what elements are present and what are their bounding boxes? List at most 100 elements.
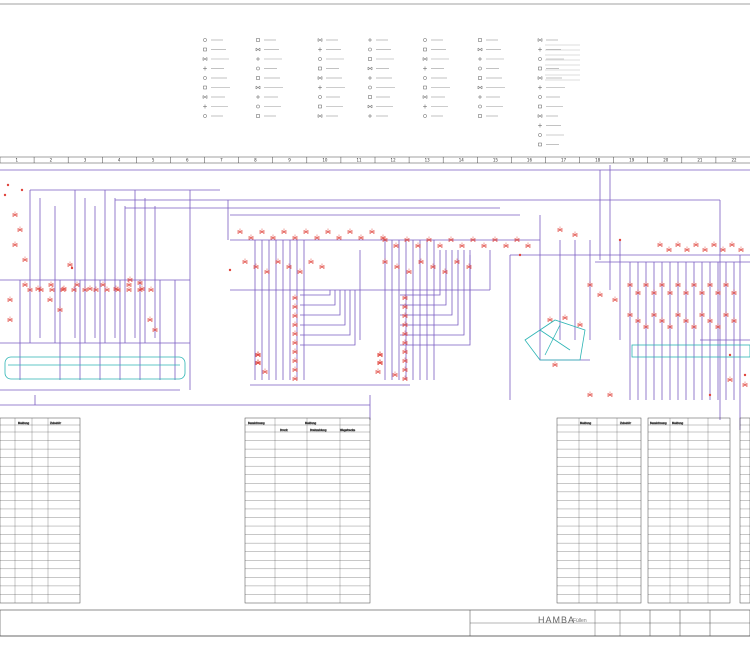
valve-icon [572, 231, 578, 238]
valve-icon [264, 268, 270, 275]
drawing-title: Füllen [573, 618, 587, 624]
valve-body-icon [87, 286, 93, 292]
valve-body-icon [148, 287, 154, 293]
ruler-column-number: 17 [561, 158, 567, 163]
table-frame [244, 417, 371, 604]
valve-icon [74, 281, 80, 288]
valve-icon [627, 311, 633, 318]
valve-body-icon [292, 349, 298, 355]
company-name: HAMBA [538, 615, 575, 625]
valve-icon [275, 258, 281, 265]
legend-symbol-icon [478, 104, 482, 109]
pipe-line [400, 250, 465, 336]
valve-icon [336, 234, 342, 241]
valve-icon [255, 351, 261, 358]
valve-icon [707, 281, 713, 288]
table-header-cell: Meldung [305, 421, 316, 425]
valve-body-icon [481, 243, 487, 249]
machine-outlines [4, 319, 750, 380]
valve-icon [659, 281, 665, 288]
valve-icon [87, 285, 93, 292]
legend-symbol-icon [478, 66, 482, 71]
valve-icon [442, 268, 448, 275]
valve-body-icon [657, 242, 663, 248]
valve-icon [720, 246, 726, 253]
valve-body-icon [731, 318, 737, 324]
valve-body-icon [675, 312, 681, 318]
legend-symbol-icon [538, 142, 542, 147]
valve-icon [7, 316, 13, 323]
valve-icon [377, 359, 383, 366]
valve-body-icon [562, 315, 568, 321]
valve-icon [459, 242, 465, 249]
valve-body-icon [93, 287, 99, 293]
valve-body-icon [587, 392, 593, 398]
valve-icon [402, 321, 408, 328]
valve-icon [347, 228, 353, 235]
valve-icon [292, 234, 298, 241]
valve-body-icon [292, 367, 298, 373]
valve-icon [454, 258, 460, 265]
valve-body-icon [430, 264, 436, 270]
valve-icon [314, 234, 320, 241]
ruler-column-number: 12 [391, 158, 397, 163]
valve-body-icon [607, 392, 613, 398]
valve-icon [292, 348, 298, 355]
sensor-dot-icon [743, 373, 747, 377]
valve-icon [402, 330, 408, 337]
valve-body-icon [74, 282, 80, 288]
pipe-line [400, 250, 459, 326]
valve-icon [470, 236, 476, 243]
valve-icon [418, 258, 424, 265]
valve-icon [627, 281, 633, 288]
valve-body-icon [715, 290, 721, 296]
valve-body-icon [402, 322, 408, 328]
valve-body-icon [292, 358, 298, 364]
valve-icon [727, 376, 733, 383]
valve-icon [481, 242, 487, 249]
sensor-dot-icon [618, 238, 622, 242]
valve-icon [402, 294, 408, 301]
table-header-cell: Meldung [580, 421, 591, 425]
legend-symbol-icon [368, 76, 372, 80]
valve-body-icon [292, 376, 298, 382]
ruler-column-number: 1 [16, 158, 19, 163]
valve-body-icon [525, 243, 531, 249]
valve-icon [319, 263, 325, 270]
legend-symbol-icon [368, 85, 372, 90]
valve-body-icon [104, 287, 110, 293]
valve-body-icon [406, 269, 412, 275]
valve-body-icon [38, 287, 44, 293]
valve-body-icon [22, 257, 28, 263]
valve-body-icon [126, 282, 132, 288]
legend-symbol-icon [256, 57, 260, 61]
valve-body-icon [635, 290, 641, 296]
valve-body-icon [437, 243, 443, 249]
valve-icon [292, 303, 298, 310]
pipe-line [400, 250, 471, 346]
machine-left-tank [4, 356, 186, 380]
valve-body-icon [27, 287, 33, 293]
valve-body-icon [314, 235, 320, 241]
valve-icon [253, 263, 259, 270]
valve-body-icon [49, 287, 55, 293]
valve-body-icon [643, 324, 649, 330]
valve-icon [525, 242, 531, 249]
valve-body-icon [418, 259, 424, 265]
valve-icon [369, 228, 375, 235]
table-frame [647, 417, 731, 604]
valve-icon [292, 312, 298, 319]
legend-symbol-icon [477, 47, 483, 52]
table-subheader-cell: Druck [280, 428, 288, 432]
valve-icon [248, 234, 254, 241]
valve-body-icon [402, 331, 408, 337]
legend-symbol-icon [478, 57, 482, 61]
valve-icon [35, 285, 41, 292]
legend-symbol-icon [537, 76, 543, 80]
valve-body-icon [48, 282, 54, 288]
table-header-cell: Meldung [672, 421, 683, 425]
valve-body-icon [71, 287, 77, 293]
valve-icon [292, 294, 298, 301]
